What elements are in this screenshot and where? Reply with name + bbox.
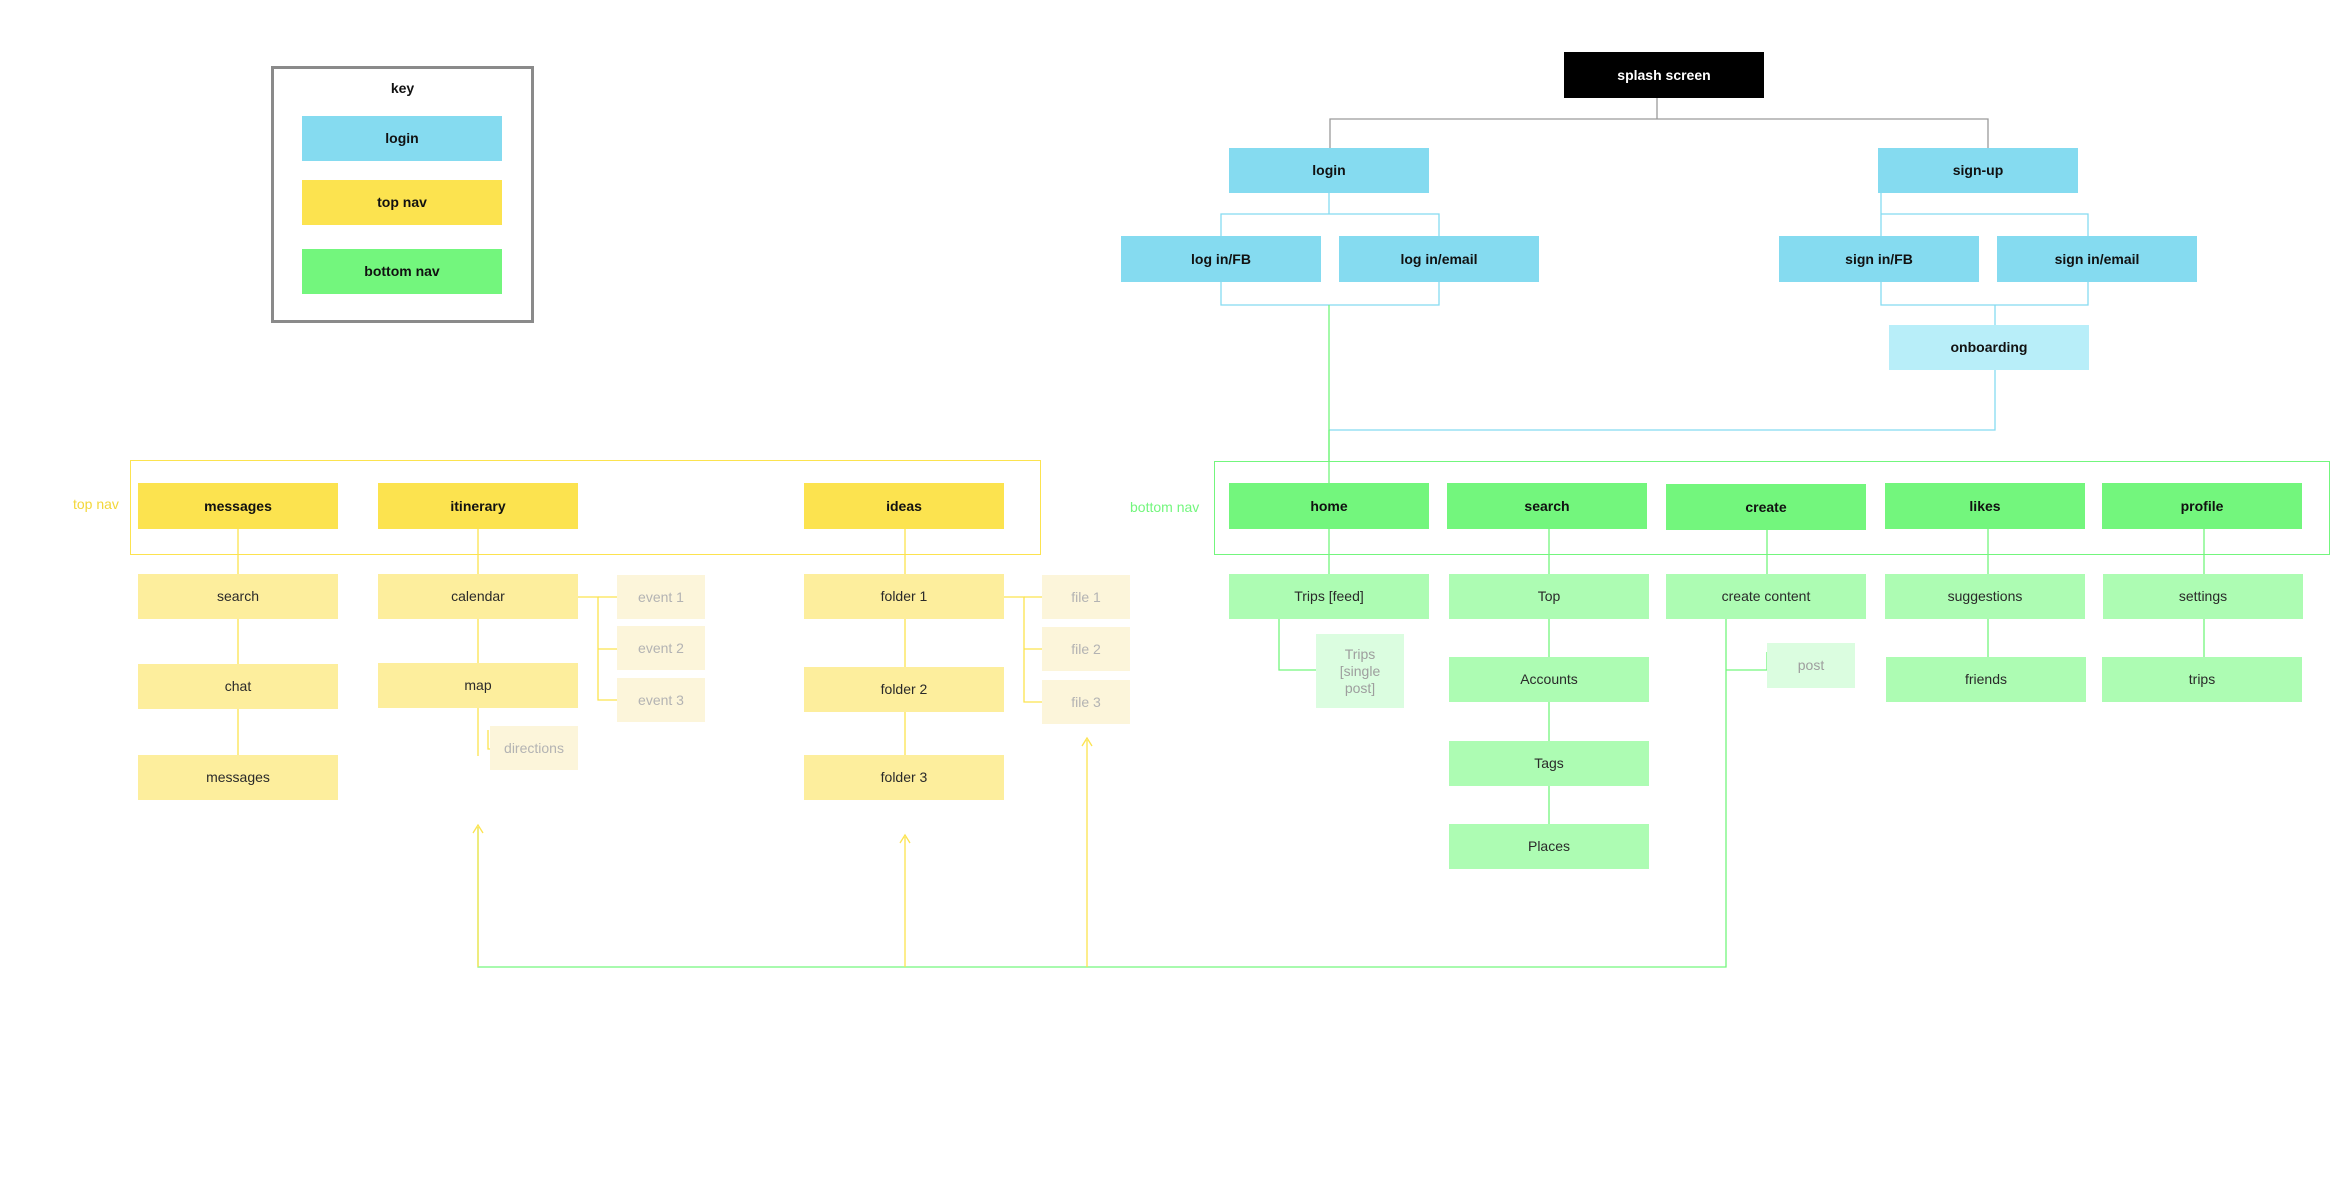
accounts-node[interactable]: Accounts (1449, 657, 1649, 702)
folder-1-node[interactable]: folder 1 (804, 574, 1004, 619)
messages-list-node[interactable]: messages (138, 755, 338, 800)
file-2-node[interactable]: file 2 (1042, 627, 1130, 671)
messages-tab[interactable]: messages (138, 483, 338, 529)
onboarding-node[interactable]: onboarding (1889, 325, 2089, 370)
trips-single-post-node[interactable]: Trips [single post] (1316, 634, 1404, 708)
splash-connectors (1329, 97, 1989, 148)
key-title: key (390, 79, 415, 96)
trips-node[interactable]: trips (2102, 657, 2302, 702)
directions-node[interactable]: directions (490, 726, 578, 770)
event-1-node[interactable]: event 1 (617, 575, 705, 619)
top-nav-connectors (237, 529, 1088, 967)
bottom-nav-label: bottom nav (1130, 499, 1200, 515)
file-1-node[interactable]: file 1 (1042, 575, 1130, 619)
calendar-node[interactable]: calendar (378, 574, 578, 619)
signin-email-node[interactable]: sign in/email (1997, 236, 2197, 282)
search-tab[interactable]: search (1447, 483, 1647, 529)
top-nav-frame (130, 460, 1041, 555)
chat-node[interactable]: chat (138, 664, 338, 709)
create-content-node[interactable]: create content (1666, 574, 1866, 619)
settings-node[interactable]: settings (2103, 574, 2303, 619)
places-node[interactable]: Places (1449, 824, 1649, 869)
key-top-nav-swatch: top nav (302, 180, 502, 225)
bottom-nav-frame (1214, 461, 2330, 555)
signup-node[interactable]: sign-up (1878, 148, 2078, 193)
event-3-node[interactable]: event 3 (617, 678, 705, 722)
ideas-tab[interactable]: ideas (804, 483, 1004, 529)
likes-tab[interactable]: likes (1885, 483, 2085, 529)
signin-fb-node[interactable]: sign in/FB (1779, 236, 1979, 282)
folder-2-node[interactable]: folder 2 (804, 667, 1004, 712)
tags-node[interactable]: Tags (1449, 741, 1649, 786)
messages-search-node[interactable]: search (138, 574, 338, 619)
post-node[interactable]: post (1767, 643, 1855, 688)
suggestions-node[interactable]: suggestions (1885, 574, 2085, 619)
top-node[interactable]: Top (1449, 574, 1649, 619)
create-tab[interactable]: create (1666, 484, 1866, 530)
profile-tab[interactable]: profile (2102, 483, 2302, 529)
home-tab[interactable]: home (1229, 483, 1429, 529)
top-nav-label: top nav (73, 496, 119, 512)
key-legend (271, 66, 534, 323)
login-email-node[interactable]: log in/email (1339, 236, 1539, 282)
splash-screen-node[interactable]: splash screen (1564, 52, 1764, 98)
key-bottom-nav-swatch: bottom nav (302, 249, 502, 294)
trips-feed-node[interactable]: Trips [feed] (1229, 574, 1429, 619)
arrow-heads (472, 736, 1093, 844)
login-fb-node[interactable]: log in/FB (1121, 236, 1321, 282)
itinerary-tab[interactable]: itinerary (378, 483, 578, 529)
file-3-node[interactable]: file 3 (1042, 680, 1130, 724)
map-node[interactable]: map (378, 663, 578, 708)
key-login-swatch: login (302, 116, 502, 161)
login-connectors (1220, 192, 2089, 431)
folder-3-node[interactable]: folder 3 (804, 755, 1004, 800)
event-2-node[interactable]: event 2 (617, 626, 705, 670)
friends-node[interactable]: friends (1886, 657, 2086, 702)
login-node[interactable]: login (1229, 148, 1429, 193)
